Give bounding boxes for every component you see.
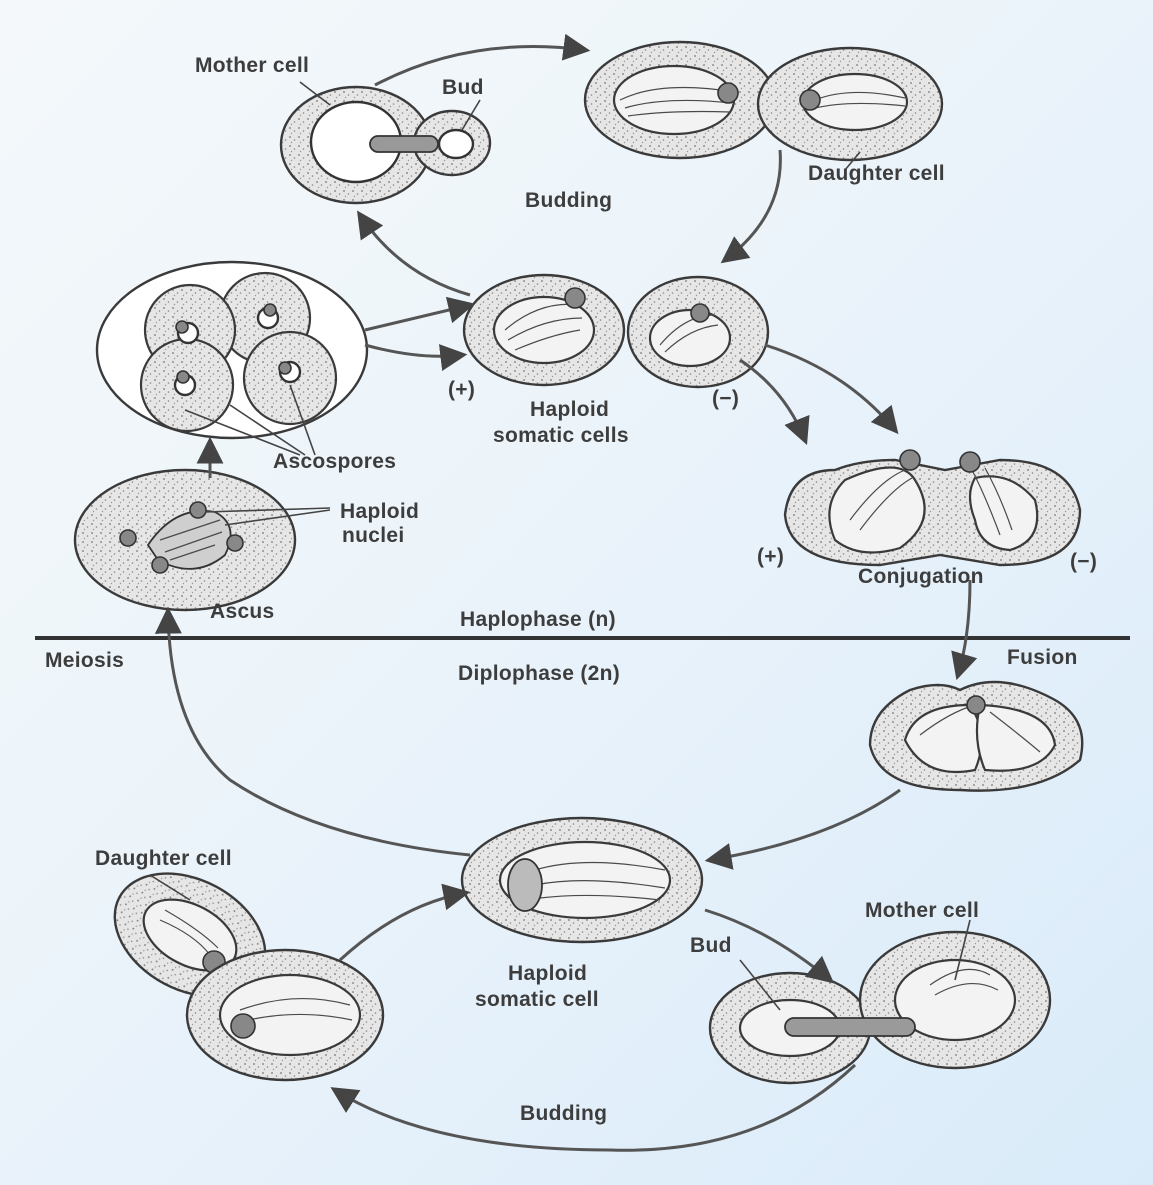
label-bud-top: Bud [442, 76, 484, 99]
ascus-with-ascospores [97, 262, 367, 438]
label-daughter-cell-top: Daughter cell [808, 162, 945, 185]
label-mother-cell-top: Mother cell [195, 54, 309, 77]
budding-pair-bottom-left [94, 849, 383, 1080]
budding-pair-top-right [585, 42, 942, 160]
label-fusion: Fusion [1007, 646, 1078, 669]
label-haploid-somatic-cell-1: Haploid [508, 962, 587, 985]
arrow-meiosis [168, 612, 470, 855]
arrow-plus-to-budding [360, 215, 470, 295]
label-budding-bottom: Budding [520, 1102, 607, 1125]
arrow-fusion-to-somatic [710, 790, 900, 860]
label-ascospores: Ascospores [273, 450, 396, 473]
mother-cell-budding-top [281, 87, 490, 203]
label-budding-top: Budding [525, 189, 612, 212]
arrow-daughter-to-somatic [340, 893, 465, 960]
label-daughter-cell-bottom: Daughter cell [95, 847, 232, 870]
diploid-somatic-cell [462, 818, 702, 942]
arrow-to-minus-cell [725, 150, 780, 260]
label-haploid-somatic-cell-2: somatic cell [475, 988, 599, 1011]
budding-pair-bottom-right [710, 932, 1050, 1083]
label-minus-conj: (−) [1070, 550, 1097, 573]
arrow-conjugation-to-fusion [958, 580, 970, 675]
arrow-ascospore-to-plus-1 [365, 305, 470, 330]
label-minus-mid: (−) [712, 387, 739, 410]
haploid-cell-plus [464, 275, 624, 385]
label-meiosis: Meiosis [45, 649, 124, 672]
label-ascus: Ascus [210, 600, 275, 623]
arrow-ascospore-to-plus-2 [365, 345, 462, 356]
conjugating-cells [785, 450, 1080, 565]
fusion-cell [870, 682, 1082, 791]
label-haplophase: Haplophase (n) [460, 608, 616, 631]
label-haploid-nuclei-1: Haploid [340, 500, 419, 523]
arrow-minus-to-conjugation-2 [765, 345, 895, 430]
arrow-minus-to-conjugation-1 [740, 360, 805, 440]
label-haploid-somatic-2: somatic cells [493, 424, 629, 447]
label-diplophase: Diplophase (2n) [458, 662, 620, 685]
label-plus-conj: (+) [757, 545, 784, 568]
label-haploid-nuclei-2: nuclei [342, 524, 404, 547]
label-conjugation: Conjugation [858, 565, 984, 588]
label-plus-left: (+) [448, 378, 475, 401]
label-haploid-somatic-1: Haploid [530, 398, 609, 421]
label-bud-bottom: Bud [690, 934, 732, 957]
haploid-cell-minus [628, 277, 768, 387]
ascus-cell [75, 470, 295, 610]
label-mother-cell-bottom: Mother cell [865, 899, 979, 922]
